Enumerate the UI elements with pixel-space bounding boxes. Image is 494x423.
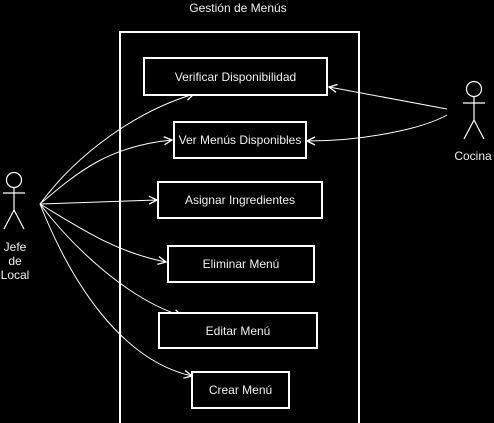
use-case-editar-menu[interactable]: Editar Menú [158, 312, 318, 349]
actor-cocina-left-leg [463, 119, 475, 140]
actor-cocina-right-leg [473, 119, 485, 140]
actor-jefe-head [5, 171, 23, 189]
actor-jefe-left-leg [3, 209, 15, 230]
system-title: Gestión de Menús [189, 1, 287, 15]
actor-cocina-head [465, 80, 483, 98]
actor-cocina-figure[interactable] [463, 80, 485, 140]
actor-jefe-label-line-1: Jefe [3, 240, 27, 254]
association-cocina-verificar [329, 87, 448, 110]
use-case-asignar-ingredientes[interactable]: Asignar Ingredientes [157, 181, 323, 219]
actor-jefe-label-line-2: de [8, 254, 22, 268]
use-case-crear-menu[interactable]: Crear Menú [191, 371, 290, 409]
actor-jefe-label-line-3: Local [0, 268, 30, 282]
actor-cocina-label: Cocina [454, 149, 492, 163]
association-jefe-asignar [39, 200, 157, 204]
system-boundary [119, 31, 360, 423]
actor-jefe-right-leg [13, 209, 25, 230]
use-case-ver-menus-disponibles[interactable]: Ver Menús Disponibles [173, 121, 307, 159]
use-case-verificar-disponibilidad[interactable]: Verificar Disponibilidad [143, 57, 328, 96]
association-jefe-crear [39, 203, 192, 376]
association-jefe-eliminar [39, 203, 166, 262]
association-jefe-ver [39, 140, 172, 205]
association-jefe-verificar [39, 94, 194, 205]
association-jefe-editar [39, 203, 182, 316]
association-cocina-ver [307, 114, 448, 141]
actor-jefe-de-local-figure[interactable] [3, 171, 25, 230]
use-case-eliminar-menu[interactable]: Eliminar Menú [167, 245, 315, 283]
